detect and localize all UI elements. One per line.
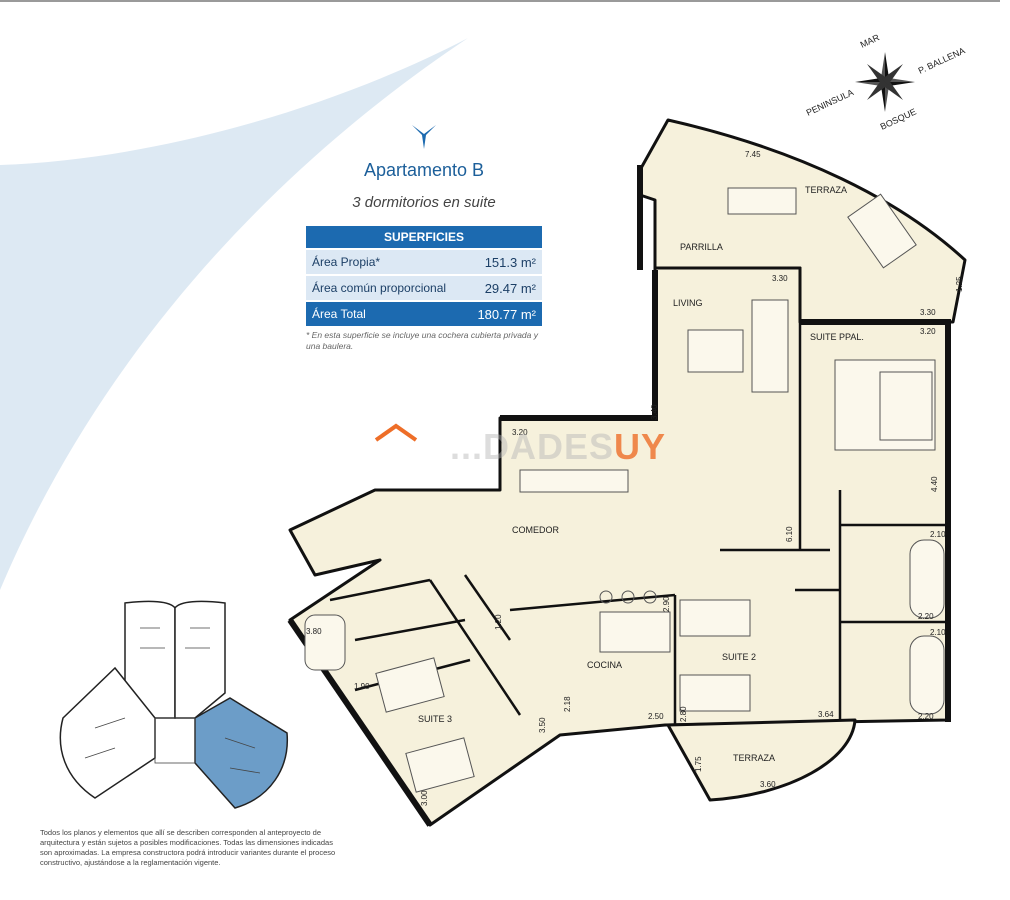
- room-label-suite3: SUITE 3: [418, 714, 453, 724]
- dim-label: 4.40: [930, 476, 939, 492]
- surface-label: Área Propia*: [312, 255, 381, 269]
- dim-label: 2.18: [563, 696, 572, 712]
- dim-label: 2.20: [918, 712, 934, 721]
- surfaces-table: SUPERFICIES Área Propia* 151.3 m² Área c…: [306, 226, 542, 326]
- dim-label: 3.20: [512, 428, 528, 437]
- dim-label: 6.10: [785, 526, 794, 542]
- room-label-comedor: COMEDOR: [512, 525, 559, 535]
- room-label-living: LIVING: [673, 298, 703, 308]
- dim-label: 1.25: [955, 276, 964, 292]
- floor-area: [288, 118, 967, 827]
- dim-label: 1.20: [494, 614, 503, 630]
- surface-row-total: Área Total 180.77 m²: [306, 302, 542, 326]
- dim-label: 3.64: [818, 710, 834, 719]
- dim-label: 1.90: [354, 682, 370, 691]
- surface-label: Área Total: [312, 307, 366, 321]
- room-label-suite-ppal: SUITE PPAL.: [810, 332, 864, 342]
- room-label-terraza-top: TERRAZA: [805, 185, 848, 195]
- dim-label: 2.90: [662, 596, 671, 612]
- dim-label: 3.30: [920, 308, 936, 317]
- dim-label: 7.45: [745, 150, 761, 159]
- dim-label: 3.80: [306, 627, 322, 636]
- surfaces-note: * En esta superficie se incluye una coch…: [306, 330, 538, 351]
- room-label-cocina: COCINA: [587, 660, 623, 670]
- dim-label: 2.20: [918, 612, 934, 621]
- watermark-text: ...DADES: [450, 426, 615, 467]
- top-rule: [0, 0, 1000, 2]
- watermark-accent: UY: [614, 426, 667, 467]
- apartment-title: Apartamento B: [363, 160, 485, 180]
- room-label-suite2: SUITE 2: [722, 652, 757, 662]
- surface-label: Área común proporcional: [312, 281, 447, 295]
- surface-value: 151.3 m²: [484, 254, 536, 270]
- dim-label: 1.75: [694, 756, 703, 772]
- dim-label: 2.80: [679, 706, 688, 722]
- surfaces-header: SUPERFICIES: [306, 226, 542, 248]
- dim-label: 3.00: [420, 790, 429, 806]
- watermark-logo-icon: [374, 423, 418, 442]
- chevron-down-icon: [412, 125, 436, 149]
- surface-row: Área Propia* 151.3 m²: [306, 250, 542, 274]
- apartment-subtitle: 3 dormitorios en suite: [352, 194, 496, 211]
- dim-label: 2.10: [930, 628, 946, 637]
- decorative-swoosh: [0, 38, 468, 590]
- dim-label: 3.30: [772, 274, 788, 283]
- dim-label: 3.60: [760, 780, 776, 789]
- legal-disclaimer: Todos los planos y elementos que allí se…: [40, 828, 336, 867]
- room-label-terraza-bottom: TERRAZA: [733, 753, 776, 763]
- dim-label: 3.50: [538, 717, 547, 733]
- room-label-parrilla: PARRILLA: [680, 242, 723, 252]
- compass-rose-icon: MAR P. BALLENA BOSQUE PENINSULA: [805, 32, 967, 132]
- building-keyplan: [59, 600, 289, 809]
- surface-value: 180.77 m²: [477, 306, 536, 322]
- surface-row: Área común proporcional 29.47 m²: [306, 276, 542, 300]
- dim-label: 3.40: [650, 404, 659, 420]
- watermark: ...DADESUY: [450, 426, 666, 468]
- dim-label: 3.20: [920, 327, 936, 336]
- surface-value: 29.47 m²: [484, 280, 536, 296]
- dim-label: 2.50: [648, 712, 664, 721]
- dim-label: 2.10: [930, 530, 946, 539]
